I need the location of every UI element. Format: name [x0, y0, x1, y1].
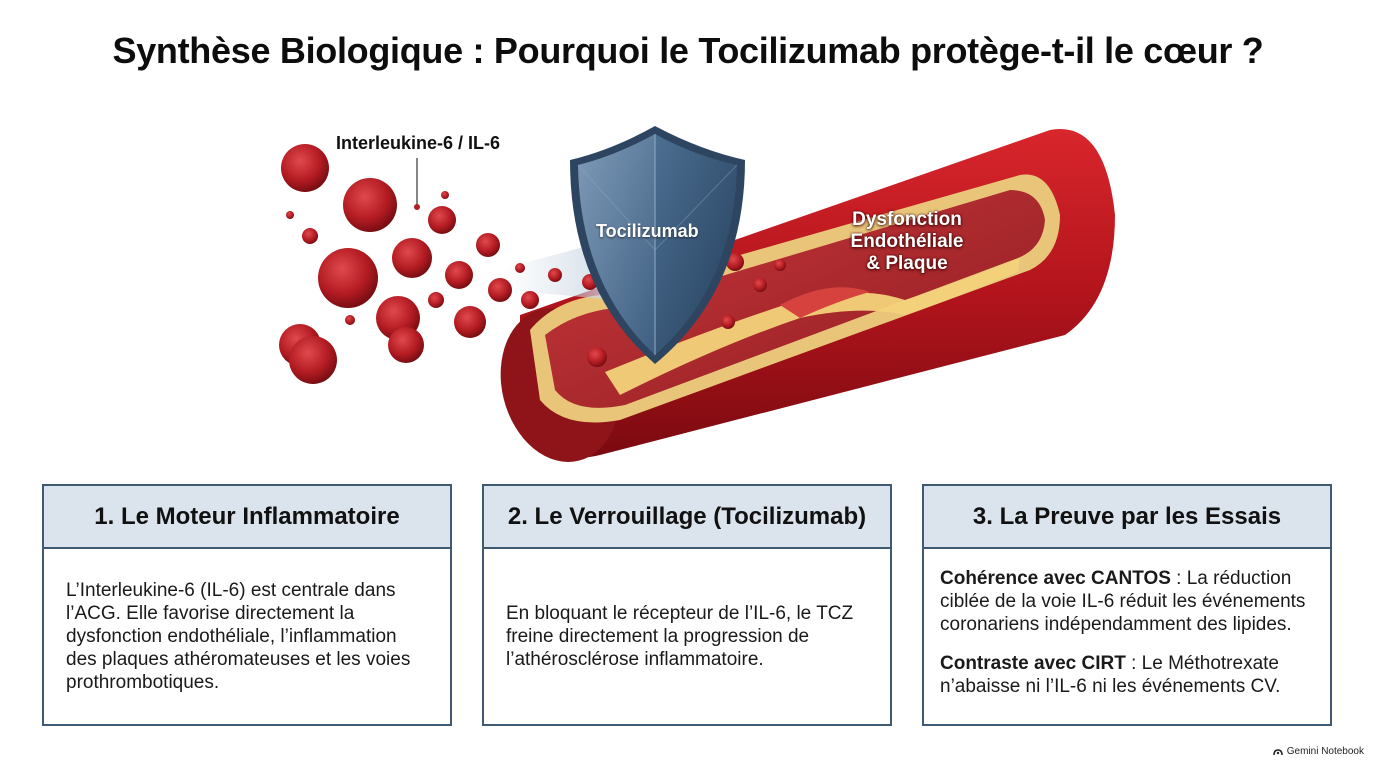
- footer-brand-text: Gemini Notebook: [1286, 746, 1364, 757]
- card-inflammatory-engine: 1. Le Moteur Inflammatoire L’Interleukin…: [42, 484, 452, 726]
- cantos-paragraph: Cohérence avec CANTOS : La réduction cib…: [940, 567, 1318, 636]
- card-body: L’Interleukine-6 (IL-6) est centrale dan…: [44, 549, 450, 724]
- shield-icon: [570, 126, 745, 364]
- card-heading: 2. Le Verrouillage (Tocilizumab): [484, 486, 890, 549]
- card-text: L’Interleukine-6 (IL-6) est centrale dan…: [66, 580, 411, 693]
- cirt-text: : Le Méthotrexate n’abaisse ni l’IL-6 ni…: [940, 653, 1281, 697]
- card-trial-evidence: 3. La Preuve par les Essais Cohérence av…: [922, 484, 1332, 726]
- illustration: [279, 126, 1115, 462]
- footer-brand: Gemini Notebook: [1272, 746, 1364, 757]
- il6-molecules: [279, 144, 628, 384]
- cirt-paragraph: Contraste avec CIRT : Le Méthotrexate n’…: [940, 652, 1318, 698]
- card-heading: 3. La Preuve par les Essais: [924, 486, 1330, 549]
- il6-label: Interleukine-6 / IL-6: [336, 133, 501, 153]
- card-body: Cohérence avec CANTOS : La réduction cib…: [924, 549, 1330, 724]
- card-body: En bloquant le récepteur de l’IL-6, le T…: [484, 549, 890, 724]
- card-tocilizumab-lock: 2. Le Verrouillage (Tocilizumab) En bloq…: [482, 484, 892, 726]
- vessel-label-line-1: Dysfonction: [852, 209, 962, 230]
- blood-vessel: [500, 129, 1115, 462]
- vessel-label-line-3: & Plaque: [866, 253, 948, 274]
- shield-label: Tocilizumab: [596, 221, 699, 241]
- cirt-label: Contraste avec CIRT: [940, 653, 1126, 674]
- vessel-label: Dysfonction Endothéliale & Plaque: [834, 209, 980, 275]
- page-title: Synthèse Biologique : Pourquoi le Tocili…: [112, 30, 1264, 71]
- notebook-icon: [1272, 748, 1283, 755]
- vessel-label-line-2: Endothéliale: [850, 231, 964, 252]
- card-heading: 1. Le Moteur Inflammatoire: [44, 486, 450, 549]
- cantos-text: : La réduction ciblée de la voie IL-6 ré…: [940, 568, 1306, 635]
- cantos-label: Cohérence avec CANTOS: [940, 568, 1171, 589]
- card-text: En bloquant le récepteur de l’IL-6, le T…: [506, 603, 854, 670]
